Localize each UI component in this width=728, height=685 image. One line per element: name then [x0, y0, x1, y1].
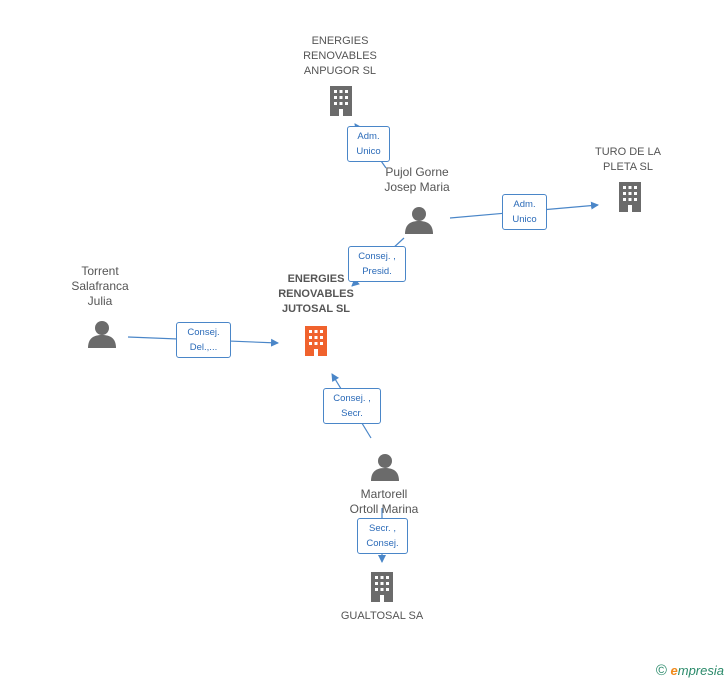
building-icon[interactable] [371, 572, 393, 602]
edge-label-secr-consej[interactable]: Secr. , Consej. [357, 518, 408, 554]
edge-label-consej-presid[interactable]: Consej. , Presid. [348, 246, 406, 282]
edge-label-adm-unico[interactable]: Adm. Unico [502, 194, 547, 230]
building-icon[interactable] [330, 86, 352, 116]
company-label-jutosal[interactable]: ENERGIES RENOVABLES JUTOSAL SL [278, 273, 354, 315]
person-icon[interactable] [88, 321, 116, 348]
company-label-turo[interactable]: TURO DE LA PLETA SL [594, 146, 661, 173]
person-label-pujol[interactable]: Pujol Gorne Josep Maria [384, 165, 450, 194]
empresia-logo: © empresia [656, 662, 724, 679]
copyright-symbol: © [655, 662, 667, 679]
edge-label-adm-unico[interactable]: Adm. Unico [347, 126, 390, 162]
brand-name: mpresia [677, 663, 724, 678]
person-icon[interactable] [371, 454, 399, 481]
edge-label-consej-del[interactable]: Consej. Del.,... [176, 322, 231, 358]
brand-e: e [670, 663, 678, 678]
building-icon[interactable] [305, 326, 327, 356]
building-icon[interactable] [619, 182, 641, 212]
edge-label-consej-secr[interactable]: Consej. , Secr. [323, 388, 381, 424]
person-label-martorell[interactable]: Martorell Ortoll Marina [349, 487, 419, 516]
person-label-torrent[interactable]: Torrent Salafranca Julia [71, 264, 129, 308]
company-label-gualtosal[interactable]: GUALTOSAL SA [340, 610, 424, 622]
person-icon[interactable] [405, 207, 433, 234]
company-label-anpugor[interactable]: ENERGIES RENOVABLES ANPUGOR SL [303, 35, 377, 77]
